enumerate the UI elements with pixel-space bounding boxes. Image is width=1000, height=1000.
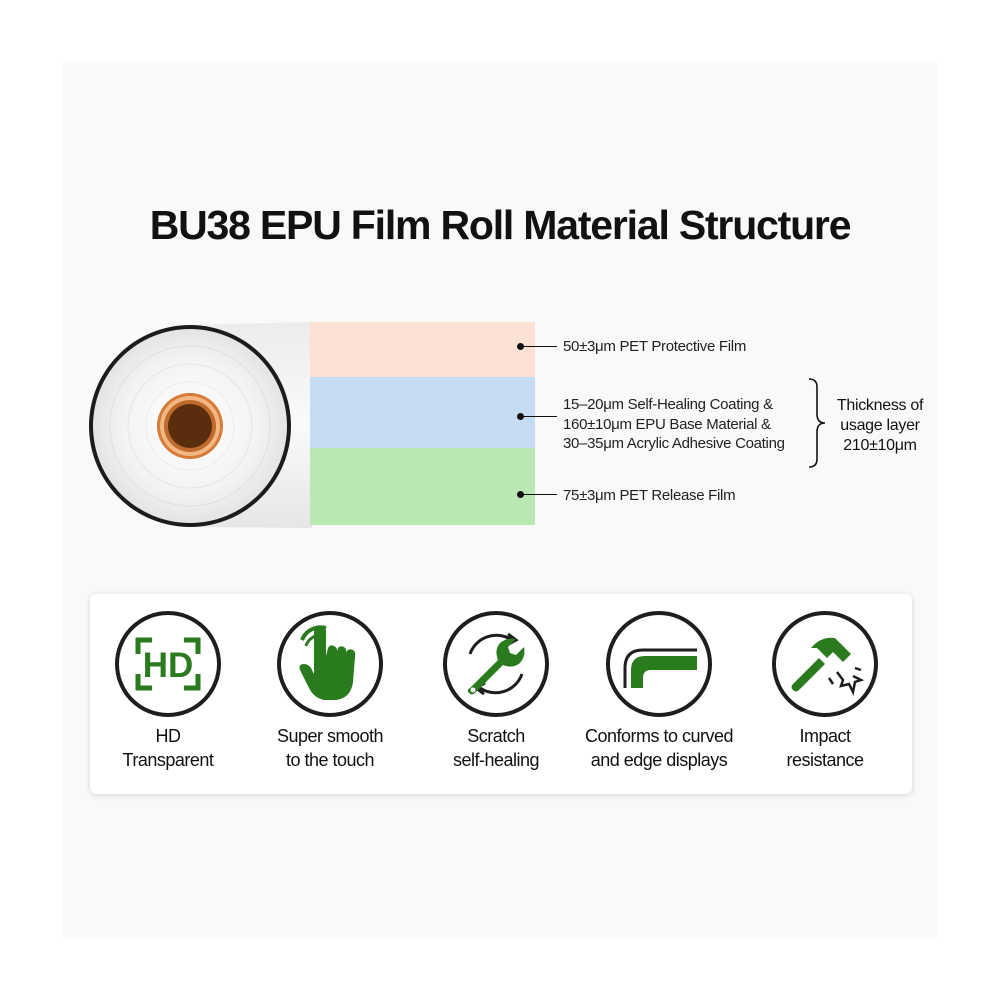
feature-label-line: Super smooth <box>276 726 384 746</box>
leader-dot <box>517 343 524 350</box>
feature-label-line: Conforms to curved <box>584 726 734 746</box>
leader-line <box>521 416 557 417</box>
thickness-bracket <box>808 378 826 468</box>
feature-label-line: Transparent <box>122 750 214 770</box>
feature-label: Impact resistance <box>750 724 900 772</box>
feature-label-line: self-healing <box>452 750 540 770</box>
pet-protective-film-layer <box>310 322 535 377</box>
page-title: BU38 EPU Film Roll Material Structure <box>149 202 852 248</box>
wrench-repair-icon <box>443 611 549 717</box>
thickness-line: usage layer <box>840 417 920 434</box>
layer-label-line: 160±10μm EPU Base Material & <box>563 415 771 433</box>
layer-label-line: 75±3μm PET Release Film <box>563 487 736 504</box>
usage-layer-thickness: Thickness of usage layer 210±10μm <box>828 396 932 456</box>
hd-icon-text: HD <box>143 646 194 685</box>
layer-label-pet-protective: 50±3μm PET Protective Film <box>563 337 746 357</box>
feature-smooth-touch: Super smooth to the touch <box>255 610 405 772</box>
feature-label: Conforms to curved and edge displays <box>584 724 734 772</box>
feature-scratch-self-healing: Scratch self-healing <box>421 610 571 772</box>
epu-base-layer <box>310 377 535 448</box>
touch-hand-icon <box>277 611 383 717</box>
feature-label-line: Scratch <box>467 726 525 746</box>
feature-label: HD Transparent <box>93 724 243 772</box>
feature-curved-displays: Conforms to curved and edge displays <box>584 610 734 772</box>
leader-dot <box>517 491 524 498</box>
feature-label: Scratch self-healing <box>421 724 571 772</box>
thickness-line: Thickness of <box>836 397 924 414</box>
feature-label-line: HD <box>155 726 182 746</box>
feature-label-line: to the touch <box>285 750 375 770</box>
hammer-impact-icon <box>772 611 878 717</box>
layer-label-epu-stack: 15–20μm Self-Healing Coating & 160±10μm … <box>563 395 785 454</box>
feature-impact-resistance: Impact resistance <box>750 610 900 772</box>
feature-hd-transparent: HD HD Transparent <box>93 610 243 772</box>
features-card: HD HD Transparent Super smooth to the to… <box>90 594 912 794</box>
layer-label-line: 50±3μm PET Protective Film <box>563 338 747 355</box>
feature-label-line: resistance <box>786 750 864 770</box>
leader-dot <box>517 413 524 420</box>
feature-label: Super smooth to the touch <box>255 724 405 772</box>
hd-icon: HD <box>115 611 221 717</box>
film-roll-illustration <box>89 322 312 528</box>
leader-line <box>521 346 557 347</box>
feature-label-line: and edge displays <box>590 750 728 770</box>
curved-edge-icon <box>606 611 712 717</box>
layer-label-line: 15–20μm Self-Healing Coating & <box>563 396 773 413</box>
thickness-value: 210±10μm <box>843 437 917 454</box>
pet-release-film-layer <box>310 448 535 525</box>
feature-label-line: Impact <box>799 726 851 746</box>
leader-line <box>521 494 557 495</box>
layer-label-line: 30–35μm Acrylic Adhesive Coating <box>563 435 785 452</box>
layer-label-pet-release: 75±3μm PET Release Film <box>563 486 736 506</box>
